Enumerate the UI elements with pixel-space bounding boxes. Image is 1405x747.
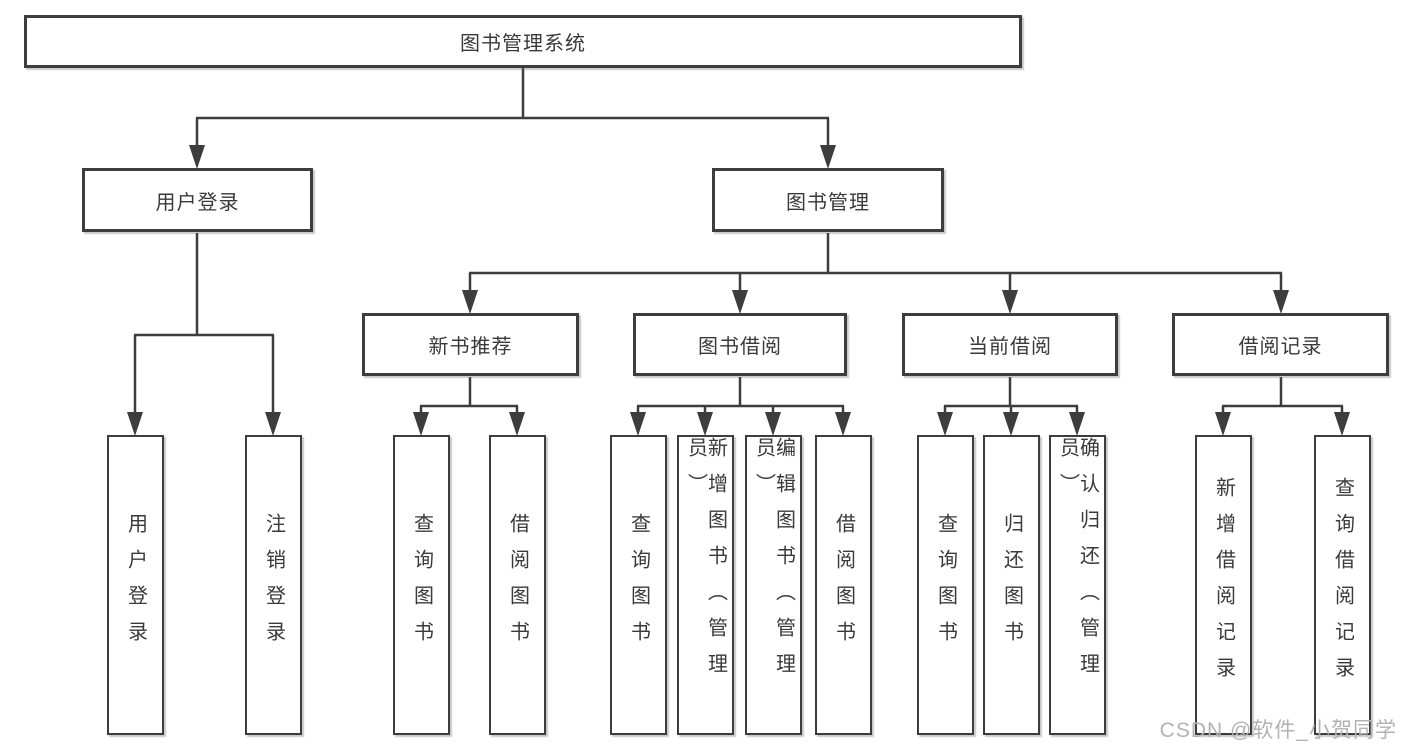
node-root: 图书管理系统	[24, 15, 1022, 68]
node-new-book-recommend: 新书推荐	[362, 313, 579, 376]
node-user-login-label: 用户登录	[155, 191, 240, 214]
node-cb-return-books-label: 归还图书	[1000, 513, 1023, 657]
node-br-add-record-label: 新增借阅记录	[1212, 477, 1235, 693]
node-user-login-leaf-label: 用户登录	[124, 513, 147, 657]
node-logout: 注销登录	[245, 435, 302, 735]
node-nbr-borrow-books: 借阅图书	[489, 435, 546, 735]
node-user-login: 用户登录	[82, 168, 313, 232]
watermark: CSDN @软件_小贺同学	[1159, 719, 1397, 742]
node-br-add-record: 新增借阅记录	[1195, 435, 1252, 735]
node-cb-query-books-label: 查询图书	[934, 513, 957, 657]
node-borrow-records: 借阅记录	[1172, 313, 1389, 376]
node-nbr-query-books: 查询图书	[393, 435, 450, 735]
node-borrow-records-label: 借阅记录	[1238, 336, 1323, 358]
node-root-label: 图书管理系统	[460, 33, 586, 55]
node-cb-confirm-return-admin: 确认归还（管理员）	[1049, 435, 1106, 735]
node-book-borrowing-label: 图书借阅	[698, 336, 782, 358]
node-book-borrowing: 图书借阅	[633, 313, 847, 376]
node-current-borrowing-label: 当前借阅	[968, 336, 1052, 358]
node-user-login-leaf: 用户登录	[107, 435, 164, 735]
node-bb-query-books-label: 查询图书	[627, 513, 650, 657]
node-cb-query-books: 查询图书	[917, 435, 974, 735]
node-bb-edit-books-admin-label: 编辑图书（管理员）	[752, 437, 795, 689]
node-bb-add-books-admin: 新增图书（管理员）	[677, 435, 734, 735]
node-bb-borrow-books: 借阅图书	[815, 435, 872, 735]
node-bb-query-books: 查询图书	[610, 435, 667, 735]
node-nbr-borrow-books-label: 借阅图书	[506, 513, 529, 657]
node-bb-borrow-books-label: 借阅图书	[832, 513, 855, 657]
node-bb-add-books-admin-label: 新增图书（管理员）	[684, 437, 727, 689]
node-br-query-record: 查询借阅记录	[1314, 435, 1371, 735]
node-book-management: 图书管理	[712, 168, 944, 232]
node-cb-confirm-return-admin-label: 确认归还（管理员）	[1056, 437, 1099, 689]
node-book-management-label: 图书管理	[786, 191, 870, 214]
arrowhead-icons	[127, 145, 1350, 436]
node-logout-label: 注销登录	[262, 513, 285, 657]
node-bb-edit-books-admin: 编辑图书（管理员）	[745, 435, 802, 735]
node-br-query-record-label: 查询借阅记录	[1331, 477, 1354, 693]
node-cb-return-books: 归还图书	[983, 435, 1040, 735]
node-new-book-recommend-label: 新书推荐	[428, 336, 513, 358]
node-nbr-query-books-label: 查询图书	[410, 513, 433, 657]
node-current-borrowing: 当前借阅	[902, 313, 1118, 376]
